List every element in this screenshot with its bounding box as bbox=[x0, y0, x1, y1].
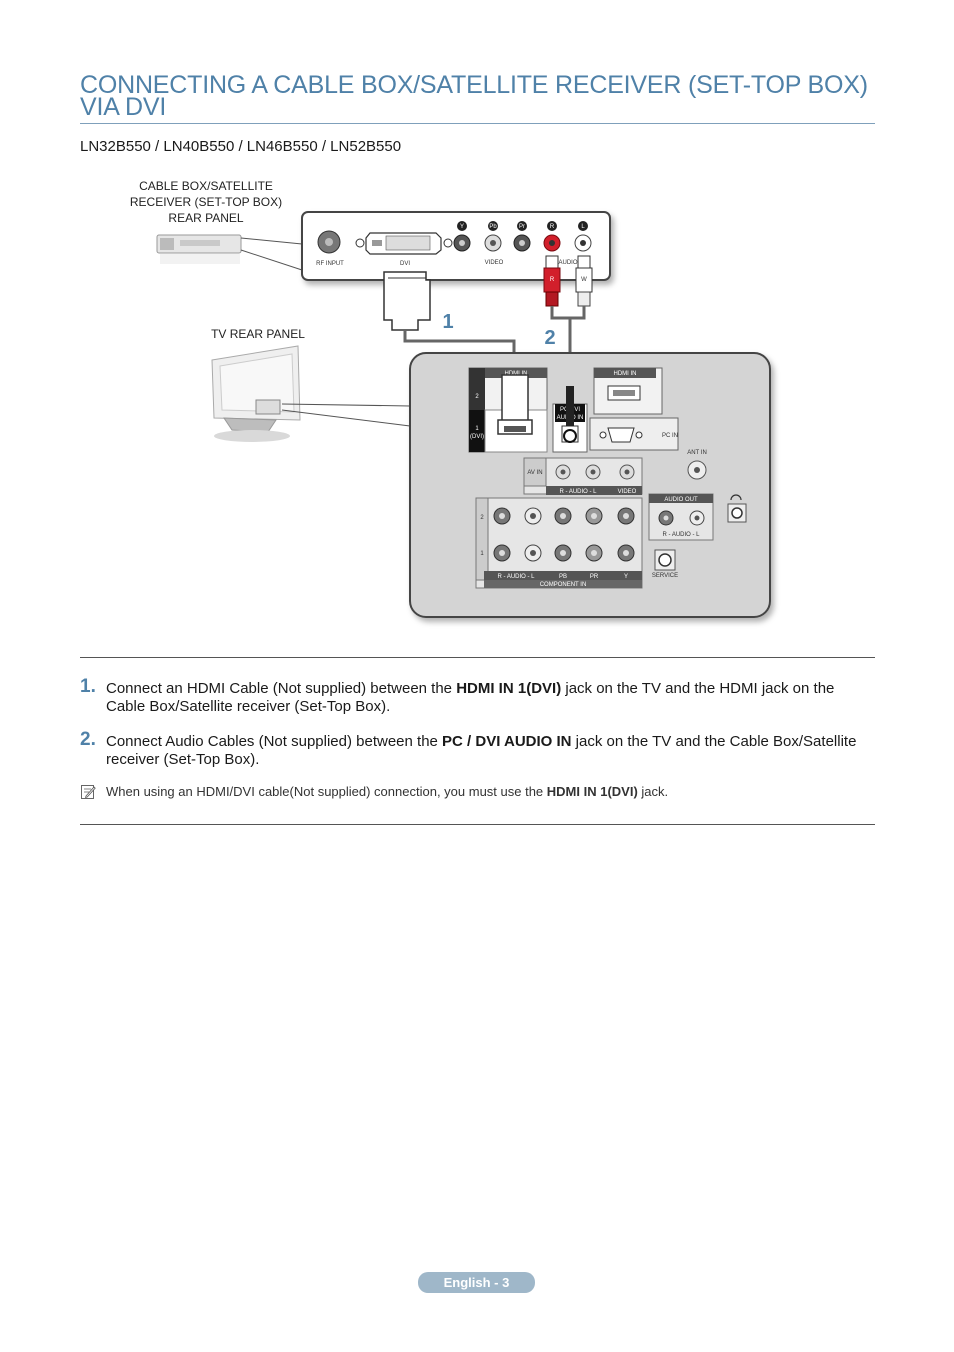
cable-box-label-line-1: CABLE BOX/SATELLITE bbox=[139, 179, 273, 193]
step-1-text-before: Connect an HDMI Cable (Not supplied) bet… bbox=[106, 680, 457, 697]
section-divider-top bbox=[80, 657, 875, 658]
pc-in-label: PC IN bbox=[662, 433, 678, 439]
av-video-label: VIDEO bbox=[618, 489, 637, 495]
component-pr-label: PR bbox=[590, 574, 599, 580]
page-title: CONNECTING A CABLE BOX/SATELLITE RECEIVE… bbox=[80, 71, 868, 121]
component-in-label: COMPONENT IN bbox=[540, 582, 587, 588]
video-label: VIDEO bbox=[485, 260, 504, 266]
dvi-label: DVI bbox=[400, 261, 410, 267]
note-text-before: When using an HDMI/DVI cable(Not supplie… bbox=[106, 784, 547, 799]
cable-box-thumbnail bbox=[156, 234, 242, 264]
step-2-text-after: jack on the TV and the Cable Box/Satelli… bbox=[106, 733, 857, 768]
step-2-text-before: Connect Audio Cables (Not supplied) betw… bbox=[106, 733, 443, 750]
tv-zoom-line-bottom bbox=[281, 409, 411, 427]
rca-plug-w-label: W bbox=[581, 277, 587, 283]
r-jack-letter-bg bbox=[547, 221, 557, 231]
r-jack-letter: R bbox=[550, 224, 555, 230]
component-jacks-row-2 bbox=[493, 507, 635, 525]
av-audio-label: R - AUDIO - L bbox=[559, 489, 597, 495]
hdmi-slot-1-num: 1 bbox=[475, 426, 479, 432]
ant-in-label: ANT IN bbox=[687, 450, 707, 456]
audio-cable-red bbox=[550, 306, 570, 320]
l-jack-letter-bg bbox=[578, 221, 588, 231]
headphone-icon bbox=[730, 494, 742, 501]
y-jack-letter-bg bbox=[457, 221, 467, 231]
pr-jack-letter-bg bbox=[517, 221, 527, 231]
rca-plug-r-label: R bbox=[550, 277, 555, 283]
step-1-port-name: HDMI IN 1(DVI) bbox=[456, 680, 562, 697]
tv-thumbnail bbox=[211, 345, 301, 442]
cable-box-label-line-2: RECEIVER (SET-TOP BOX) bbox=[130, 195, 282, 209]
hdmi-dvi-label: (DVI) bbox=[470, 434, 484, 440]
audio-out-label: AUDIO OUT bbox=[664, 497, 698, 503]
title-divider bbox=[80, 123, 875, 124]
audio-out-sub-label: R - AUDIO - L bbox=[662, 532, 700, 538]
box-zoom-line-bottom bbox=[240, 249, 303, 271]
y-jack-letter: Y bbox=[460, 224, 464, 230]
note-port-name: HDMI IN 1(DVI) bbox=[546, 784, 638, 799]
connection-diagram: CABLE BOX/SATELLITE RECEIVER (SET-TOP BO… bbox=[130, 179, 771, 618]
l-jack-letter: L bbox=[581, 224, 585, 230]
step-1-text-after: jack on the TV and the HDMI jack on the … bbox=[106, 680, 835, 715]
rca-plug-red: R bbox=[543, 255, 561, 307]
model-list: LN32B550 / LN40B550 / LN46B550 / LN52B55… bbox=[80, 138, 402, 155]
step-2-port-name: PC / DVI AUDIO IN bbox=[442, 733, 572, 750]
service-jack bbox=[658, 553, 672, 567]
component-pb-label: PB bbox=[559, 574, 567, 580]
rf-input-label: RF INPUT bbox=[316, 261, 344, 267]
component-jacks-row-1 bbox=[493, 544, 635, 562]
box-zoom-line-top bbox=[240, 237, 303, 245]
dvi-port bbox=[355, 232, 453, 255]
component-y-label: Y bbox=[624, 574, 628, 580]
section-divider-bottom bbox=[80, 824, 875, 825]
rca-plug-white: W bbox=[575, 255, 593, 307]
hdmi-slot-2-num: 2 bbox=[475, 394, 479, 400]
component-audio-label: R - AUDIO - L bbox=[497, 574, 535, 580]
step-1-number: 1. bbox=[80, 676, 96, 697]
pb-jack-letter-bg bbox=[488, 221, 498, 231]
step-2-number: 2. bbox=[80, 729, 96, 750]
note-icon bbox=[81, 785, 96, 799]
pb-jack-letter: Pb bbox=[489, 224, 497, 230]
step-1-text: Connect an HDMI Cable (Not supplied) bet… bbox=[106, 680, 876, 716]
tv-rear-panel-label: TV REAR PANEL bbox=[211, 327, 305, 341]
component-row-1-num: 1 bbox=[480, 551, 484, 557]
cable-box-rear-panel: RF INPUT DVI Y Pb Pr R L VIDEO AUDIO bbox=[301, 211, 611, 281]
note-text: When using an HDMI/DVI cable(Not supplie… bbox=[106, 784, 668, 800]
callout-1: 1 bbox=[442, 311, 453, 333]
pr-jack-letter: Pr bbox=[519, 224, 525, 230]
cable-box-label-line-3: REAR PANEL bbox=[168, 211, 243, 225]
service-label: SERVICE bbox=[652, 573, 678, 579]
av-in-label: AV IN bbox=[527, 470, 542, 476]
note-text-after: jack. bbox=[637, 784, 669, 799]
hdmi-plug-inserted bbox=[497, 374, 533, 435]
tv-zoom-line-top bbox=[281, 403, 411, 407]
hdmi-in-label-left: HDMI IN bbox=[505, 371, 528, 377]
step-2-text: Connect Audio Cables (Not supplied) betw… bbox=[106, 733, 876, 769]
pc-dvi-audio-jack bbox=[563, 429, 577, 443]
component-row-2-num: 2 bbox=[480, 515, 484, 521]
hdmi-in-label-right: HDMI IN bbox=[614, 371, 637, 377]
page-footer: English - 3 bbox=[418, 1272, 535, 1293]
dvi-plug bbox=[383, 271, 431, 331]
audio-label: AUDIO bbox=[558, 260, 577, 266]
callout-2: 2 bbox=[544, 327, 555, 349]
tv-rear-panel: HDMI IN 2 1 (DVI) PC/DVI AUDIO IN HDMI I… bbox=[409, 352, 771, 618]
